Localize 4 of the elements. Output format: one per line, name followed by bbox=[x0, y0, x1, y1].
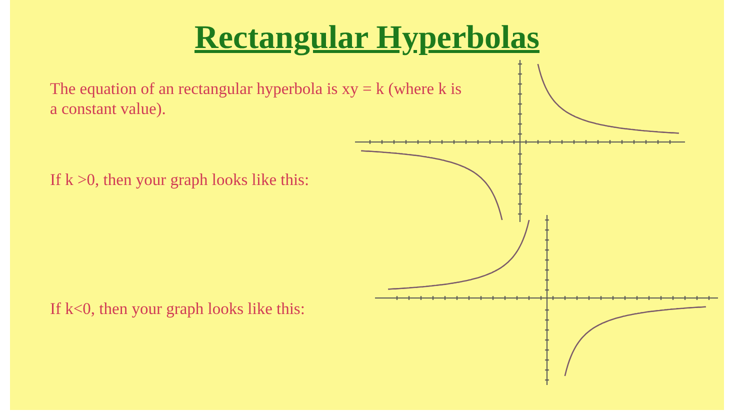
description-text: The equation of an rectangular hyperbola is xy = k (where k is a constant value). bbox=[50, 79, 463, 119]
description-text: If k >0, then your graph looks like this: bbox=[50, 170, 310, 190]
slide-title: Rectangular Hyperbolas bbox=[194, 20, 540, 57]
description-text: If k<0, then your graph looks like this: bbox=[50, 299, 306, 319]
